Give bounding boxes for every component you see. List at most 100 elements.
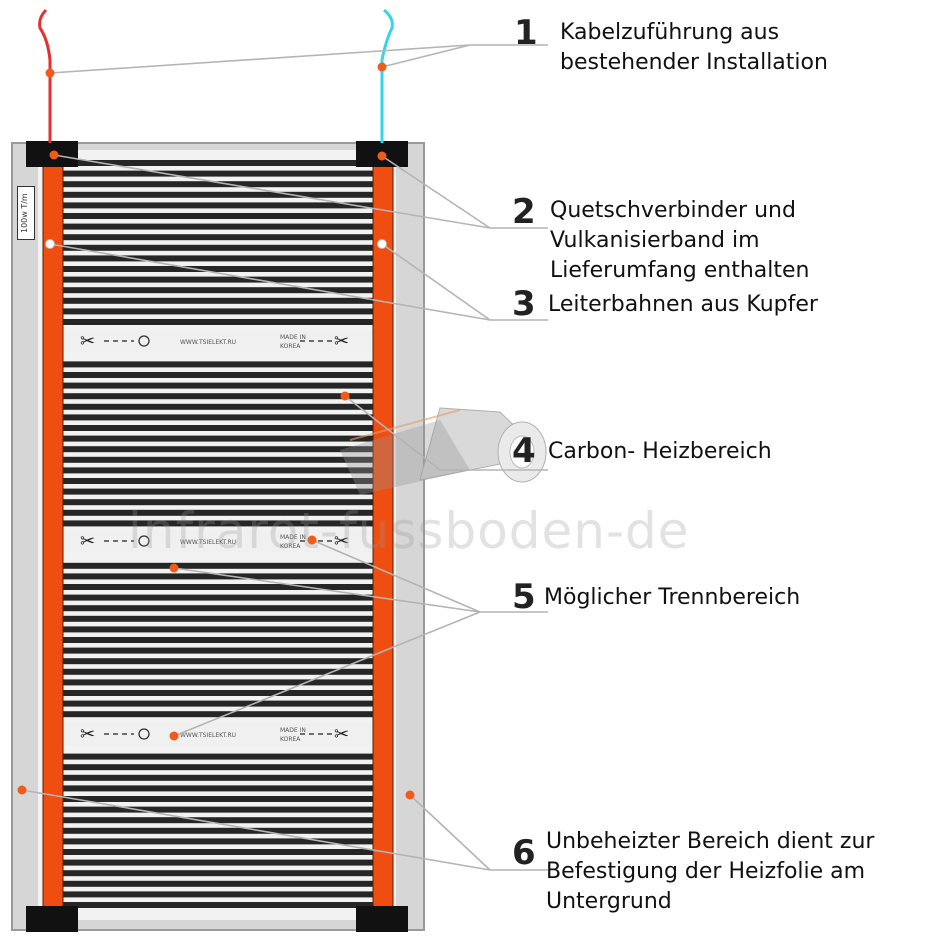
scissors-icon: ✂ bbox=[80, 531, 95, 552]
leader-line bbox=[49, 44, 471, 74]
leader-line bbox=[49, 243, 491, 321]
marker-dot bbox=[405, 790, 415, 800]
heating-line bbox=[63, 287, 373, 294]
heating-line bbox=[63, 764, 373, 771]
scissors-icon: ✂ bbox=[334, 331, 349, 352]
heating-line bbox=[63, 817, 373, 824]
callout-6-line-2: Befestigung der Heizfolie am bbox=[546, 859, 866, 884]
film-roll-icon bbox=[340, 407, 547, 495]
scissors-icon: ✂ bbox=[334, 531, 349, 552]
heating-line bbox=[63, 700, 373, 707]
heating-line bbox=[63, 806, 373, 813]
heating-line bbox=[63, 266, 373, 272]
brand-icon bbox=[138, 728, 150, 740]
callout-2-number: 2 bbox=[512, 192, 536, 232]
heating-line bbox=[63, 594, 373, 601]
heating-line bbox=[63, 308, 373, 315]
callout-6-number: 6 bbox=[512, 833, 536, 873]
marker-dot bbox=[307, 535, 317, 545]
connector-bottom-left bbox=[26, 906, 78, 932]
connector-bottom-right bbox=[356, 906, 408, 932]
strip-url: WWW.TSIELEKT.RU bbox=[180, 732, 236, 739]
heating-line bbox=[63, 605, 373, 612]
marker-dot bbox=[169, 731, 179, 741]
heating-line bbox=[63, 488, 373, 495]
heating-line bbox=[63, 435, 373, 442]
strip-url: WWW.TSIELEKT.RU bbox=[180, 339, 236, 346]
heating-line bbox=[63, 859, 373, 866]
heating-line bbox=[63, 191, 373, 198]
leader-line bbox=[311, 539, 481, 613]
heating-line bbox=[63, 160, 373, 166]
leader-line bbox=[173, 611, 481, 737]
heating-line bbox=[63, 372, 373, 378]
heating-line bbox=[63, 615, 373, 622]
heating-line bbox=[63, 562, 373, 569]
heating-line bbox=[63, 690, 373, 696]
callout-4-number: 4 bbox=[512, 431, 536, 471]
brand-icon bbox=[138, 335, 150, 347]
heating-line bbox=[63, 838, 373, 845]
power-rating-stamp: 100w T/m bbox=[17, 186, 35, 240]
marker-dot bbox=[377, 62, 387, 72]
scissors-icon: ✂ bbox=[80, 724, 95, 745]
callout-6-line-3: Untergrund bbox=[546, 889, 672, 914]
heating-line bbox=[63, 456, 373, 463]
heating-line bbox=[63, 446, 373, 453]
carbon-heating-lines bbox=[63, 160, 373, 908]
heating-line bbox=[63, 319, 373, 325]
callout-5-number: 5 bbox=[512, 577, 536, 617]
cut-strip bbox=[63, 723, 373, 745]
heating-line bbox=[63, 467, 373, 474]
callout-1-line-2: bestehender Installation bbox=[560, 50, 828, 75]
heating-line bbox=[63, 880, 373, 887]
heating-line bbox=[63, 213, 373, 219]
heating-line bbox=[63, 870, 373, 877]
heating-line bbox=[63, 849, 373, 855]
heating-line bbox=[63, 902, 373, 908]
heating-line bbox=[63, 891, 373, 898]
heating-line bbox=[63, 255, 373, 262]
strip-made-in: MADE IN bbox=[280, 534, 306, 541]
leader-line bbox=[53, 154, 491, 229]
marker-dot bbox=[377, 239, 387, 249]
callout-2-line-3: Lieferumfang enthalten bbox=[550, 258, 810, 283]
heating-line bbox=[63, 796, 373, 802]
heating-line bbox=[63, 626, 373, 633]
brand-icon bbox=[138, 535, 150, 547]
heating-line bbox=[63, 425, 373, 431]
heating-line bbox=[63, 361, 373, 368]
marker-dot bbox=[340, 391, 350, 401]
callout-1-line-1: Kabelzuführung aus bbox=[560, 20, 780, 45]
strip-made-in: MADE IN bbox=[280, 727, 306, 734]
heating-line bbox=[63, 509, 373, 516]
marker-dot bbox=[169, 563, 179, 573]
callout-4-line-1: Carbon- Heizbereich bbox=[548, 439, 772, 464]
strip-made-in: MADE IN bbox=[280, 334, 306, 341]
scissors-icon: ✂ bbox=[334, 724, 349, 745]
heating-line bbox=[63, 774, 373, 781]
strip-korea: KOREA bbox=[280, 543, 301, 550]
heating-line bbox=[63, 382, 373, 389]
callout-2-line-1: Quetschverbinder und bbox=[550, 198, 796, 223]
leader-line bbox=[381, 243, 491, 321]
marker-dot bbox=[45, 239, 55, 249]
heating-line bbox=[63, 668, 373, 675]
heating-line bbox=[63, 711, 373, 718]
callout-2-line-2: Vulkanisierband im bbox=[550, 228, 760, 253]
cable-red bbox=[38, 8, 52, 143]
heating-line bbox=[63, 478, 373, 484]
heating-line bbox=[63, 753, 373, 760]
strip-korea: KOREA bbox=[280, 736, 301, 743]
heating-line bbox=[63, 584, 373, 590]
leader-line bbox=[21, 789, 491, 871]
heating-line bbox=[63, 223, 373, 230]
leader-line bbox=[409, 794, 491, 871]
copper-strip-left bbox=[42, 151, 64, 923]
strip-url: WWW.TSIELEKT.RU bbox=[180, 539, 236, 546]
heating-line bbox=[63, 234, 373, 241]
heating-line bbox=[63, 679, 373, 686]
callout-5-line-1: Möglicher Trennbereich bbox=[544, 585, 801, 610]
